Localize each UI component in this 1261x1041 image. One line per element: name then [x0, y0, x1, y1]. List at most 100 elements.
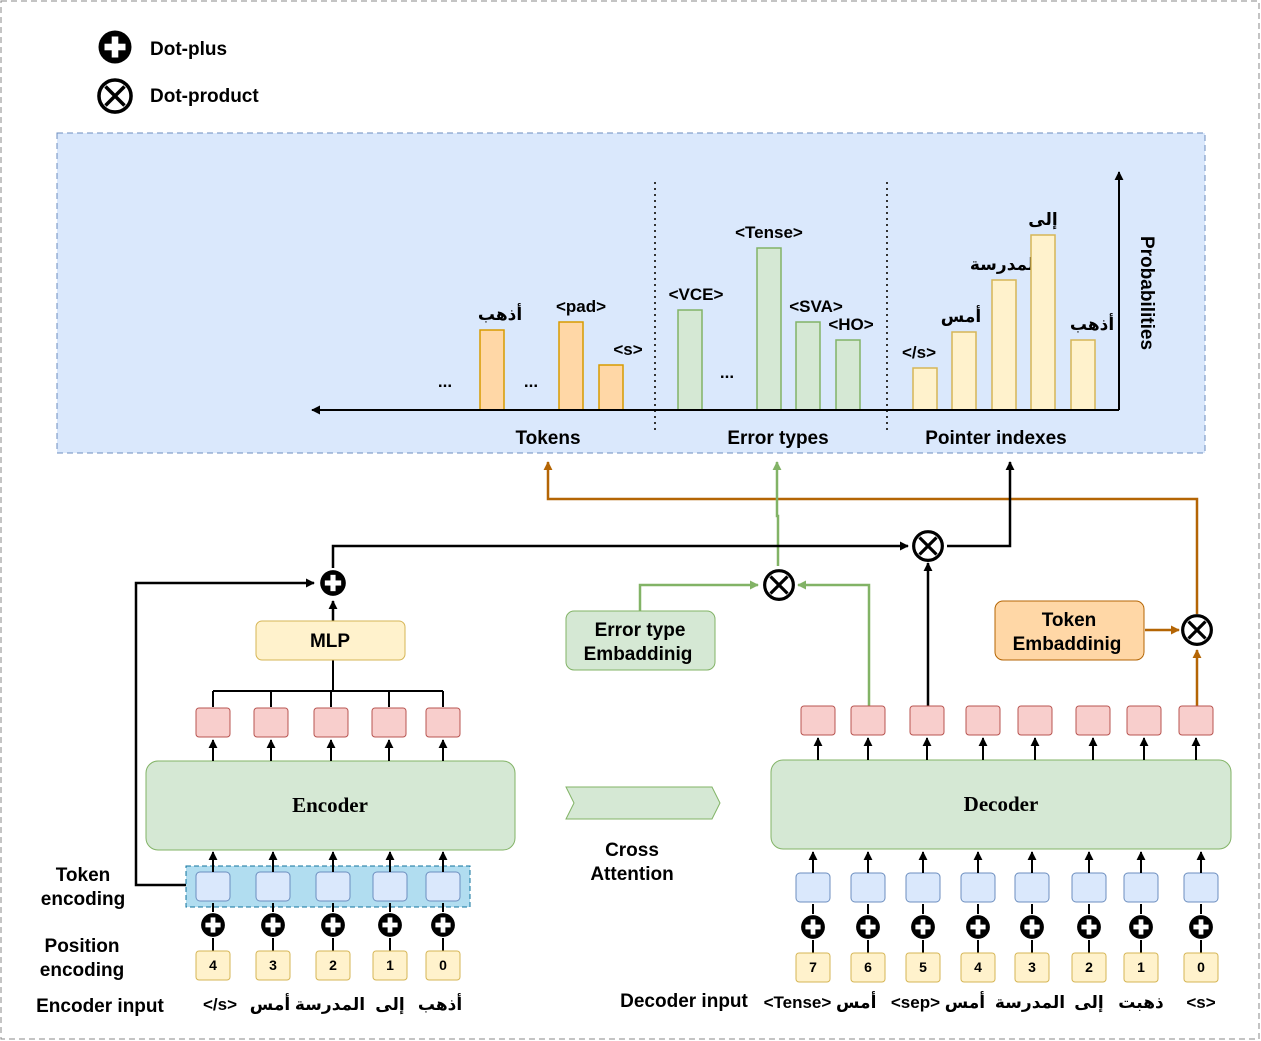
- decoder-position-cell-0: [795, 952, 831, 983]
- legend-dot-plus-label: Dot-plus: [150, 39, 227, 60]
- decoder-output-cell-0: [800, 705, 836, 736]
- decoder-input-label: Decoder input: [620, 991, 748, 1012]
- pointers-label-0: </s>: [902, 343, 936, 362]
- dot-plus-icon: [1189, 915, 1213, 939]
- tokens-bar-1: [558, 321, 584, 411]
- encoder-input-word-2: المدرسة: [295, 995, 365, 1014]
- pointers-bar-2: [991, 279, 1017, 411]
- error_types-label-0: <VCE>: [669, 285, 724, 304]
- error-emb-line-1: Error type: [595, 620, 686, 641]
- dot-plus-icon: [261, 913, 285, 937]
- pointers-bar-4: [1070, 339, 1096, 411]
- decoder-token-cell-6: [1123, 872, 1159, 903]
- arrow-pointer-product-to-pointers: [947, 461, 1015, 548]
- decoder-position-value-3: 4: [974, 959, 982, 975]
- error_types-bar-1: [756, 247, 782, 411]
- dot-plus-icon: [201, 913, 225, 937]
- encoder-label: Encoder: [292, 793, 368, 817]
- dot-product-icon: [1181, 614, 1213, 646]
- decoder-position-value-5: 2: [1085, 959, 1093, 975]
- decoder-input-word-4: المدرسة: [995, 993, 1065, 1012]
- error_types-bar-0: [677, 309, 703, 411]
- encoder-block: Encoder: [145, 760, 516, 851]
- encoder-token-cell-3: [372, 871, 408, 902]
- dot-plus-icon: [1129, 915, 1153, 939]
- token-embedding-block: Token Embaddinig: [994, 600, 1145, 661]
- decoder-output-cell-5: [1075, 705, 1111, 736]
- encoder-output-cell-4: [425, 707, 461, 738]
- dot-plus-icon: [966, 915, 990, 939]
- pointers-bar-0: [912, 367, 938, 411]
- cross-attention: Cross Attention: [565, 786, 721, 885]
- encoder-output-cell-1: [253, 707, 289, 738]
- decoder-input-word-6: ذهبت: [1118, 993, 1164, 1012]
- pointers-bar-3: [1030, 234, 1056, 411]
- encoder-token-cell-1: [255, 871, 291, 902]
- pointers-bar-1: [951, 331, 977, 411]
- decoder-input-word-7: <s>: [1186, 993, 1215, 1012]
- ellipsis-2: ...: [524, 372, 538, 391]
- cross-attention-arrow: [565, 786, 721, 820]
- decoder-position-cell-7: [1183, 952, 1219, 983]
- decoder-position-cell-5: [1071, 952, 1107, 983]
- encoder-input-label: Encoder input: [36, 996, 164, 1017]
- error_types-bar-3: [835, 339, 861, 411]
- token-emb-line-1: Token: [1042, 610, 1097, 631]
- decoder-label: Decoder: [964, 792, 1039, 816]
- decoder-position-cell-4: [1014, 952, 1050, 983]
- arrow-token-encoding-skip: [134, 578, 315, 887]
- decoder-position-value-0: 7: [809, 959, 817, 975]
- decoder-output-cell-6: [1126, 705, 1162, 736]
- decoder-position-value-6: 1: [1137, 959, 1145, 975]
- encoder-position-value-2: 2: [329, 957, 337, 973]
- ellipsis-3: ...: [720, 363, 734, 382]
- encoder-token-cell-0: [195, 871, 231, 902]
- dot-plus-icon: [856, 915, 880, 939]
- arrow-token-product-to-tokens: [543, 461, 1199, 614]
- decoder-position-cell-6: [1123, 952, 1159, 983]
- decoder-output-cell-3: [965, 705, 1001, 736]
- decoder-input-word-5: إلى: [1074, 993, 1103, 1012]
- pointers-label-2: المدرسة: [970, 255, 1040, 274]
- dot-plus-icon: [431, 913, 455, 937]
- decoder-token-cell-2: [905, 872, 941, 903]
- decoder-position-cell-1: [850, 952, 886, 983]
- tokens-label-2: <s>: [613, 340, 642, 359]
- error-type-embedding-block: Error type Embaddinig: [565, 610, 716, 671]
- tokens-bar-0: [479, 329, 505, 411]
- cross-attention-line-1: Cross: [605, 840, 659, 861]
- arrow-encoder-to-pointer-product: [331, 541, 909, 568]
- pointers-label-3: إلى: [1028, 210, 1057, 229]
- error_types-bar-2: [795, 321, 821, 411]
- encoder-output-cell-3: [371, 707, 407, 738]
- dot-plus-icon: [911, 915, 935, 939]
- decoder-position-value-7: 0: [1197, 959, 1205, 975]
- y-axis-label: Probabilities: [1136, 236, 1157, 350]
- ellipsis-1: ...: [438, 372, 452, 391]
- decoder-position-cell-3: [960, 952, 996, 983]
- decoder-position-value-4: 3: [1028, 959, 1036, 975]
- encoder-position-cell-1: [255, 950, 291, 981]
- section-label-error-types: Error types: [727, 428, 828, 449]
- dot-plus-icon: [320, 570, 346, 596]
- pointers-label-4: أذهب: [1070, 313, 1114, 334]
- encoder-input-word-1: أمس: [250, 993, 290, 1014]
- decoder-output-cell-1: [850, 705, 886, 736]
- dot-plus-icon: [801, 915, 825, 939]
- decoder-block: Decoder: [770, 759, 1232, 850]
- dot-plus-icon: [1020, 915, 1044, 939]
- tokens-label-1: <pad>: [556, 297, 606, 316]
- side-labels: Token encoding Position encoding Encoder…: [36, 865, 748, 1017]
- error_types-label-1: <Tense>: [735, 223, 803, 242]
- connections: [134, 461, 1202, 887]
- encoder-position-cell-0: [195, 950, 231, 981]
- encoder-token-cell-2: [315, 871, 351, 902]
- encoder-position-value-0: 4: [209, 957, 217, 973]
- decoder-output-cell-2: [909, 705, 945, 736]
- encoder-output-cell-2: [313, 707, 349, 738]
- decoder-input-word-2: <sep> أمس: [891, 991, 985, 1012]
- error_types-label-3: <HO>: [828, 315, 873, 334]
- dot-product-icon: [912, 530, 944, 562]
